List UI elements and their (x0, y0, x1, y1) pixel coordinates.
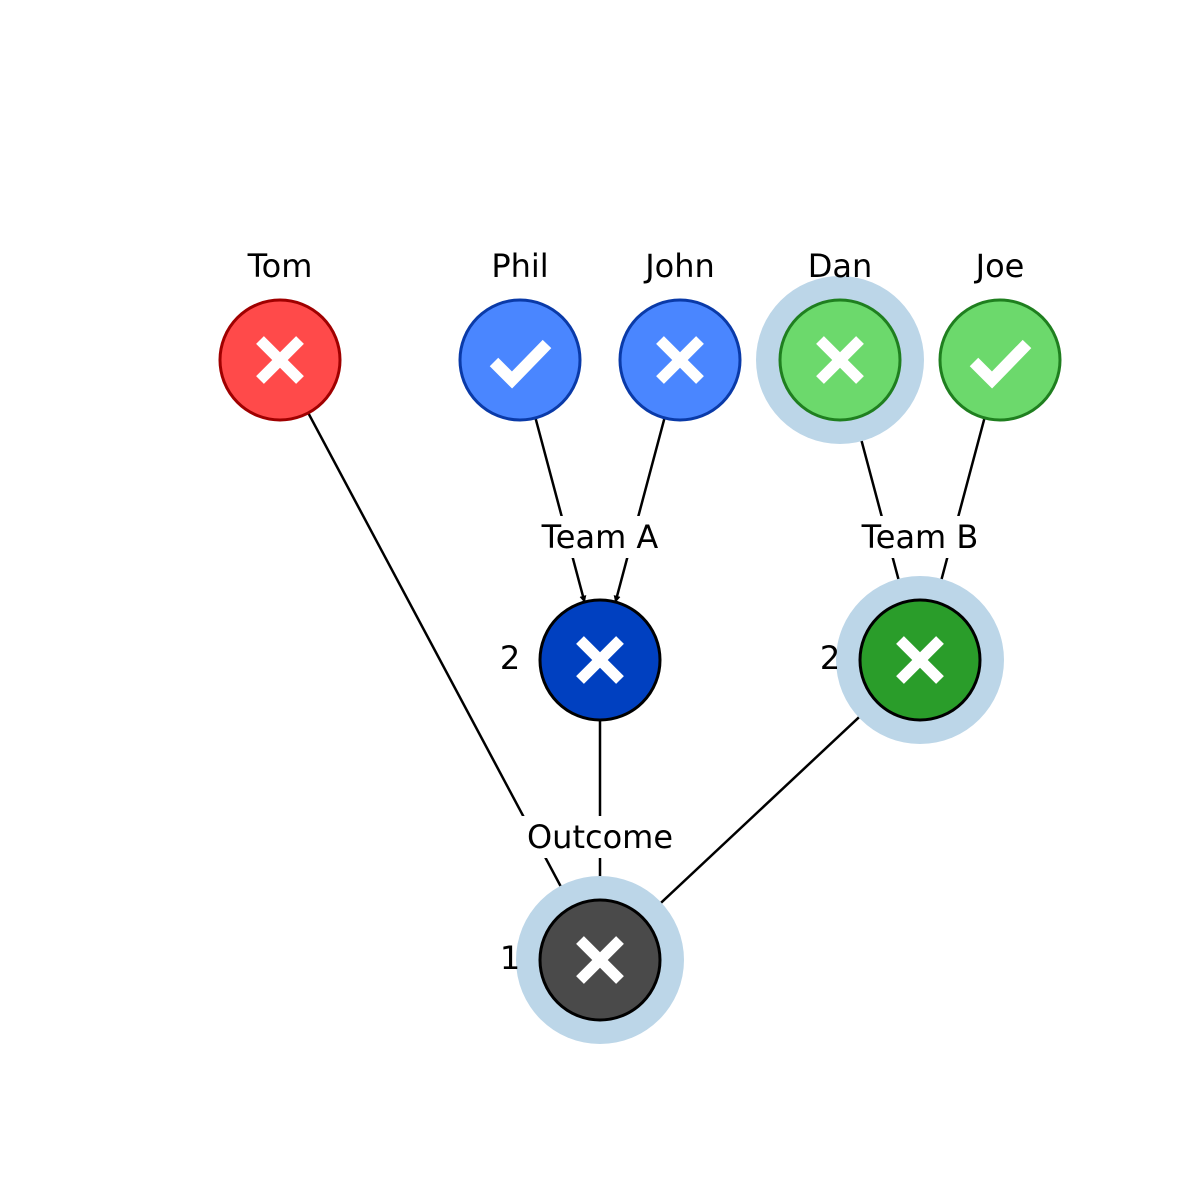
check-icon (969, 339, 1032, 389)
group-label-team-b-background (854, 516, 985, 558)
edge-team-b-to-outcome (642, 700, 878, 920)
edge-phil-to-team-a (534, 417, 587, 603)
group-team-a-node (538, 598, 662, 722)
outcome-label: Outcome (527, 818, 673, 856)
edges (307, 412, 986, 920)
outcome-label-background (520, 816, 680, 858)
x-icon (576, 636, 624, 684)
group-label-team-a-background (534, 516, 665, 558)
edge-joe-to-team-b (933, 417, 986, 603)
voter-name-john: John (643, 247, 715, 285)
voter-phil-node (458, 298, 582, 422)
group-team-b-node (858, 598, 982, 722)
voter-joe-circle (938, 298, 1062, 422)
group-weight-team-b: 2 (820, 639, 840, 677)
group-label-team-a: Team A (541, 518, 659, 556)
edge-john-to-team-a (613, 417, 666, 603)
voter-name-tom: Tom (247, 247, 313, 285)
check-icon (489, 339, 552, 389)
outcome-node (538, 898, 662, 1022)
voter-name-phil: Phil (491, 247, 548, 285)
x-icon (576, 936, 624, 984)
voter-name-dan: Dan (808, 247, 873, 285)
x-icon (656, 336, 704, 384)
x-icon (256, 336, 304, 384)
voter-john-node (618, 298, 742, 422)
x-icon (896, 636, 944, 684)
voter-tom-node (218, 298, 342, 422)
edge-dan-to-team-b (854, 417, 907, 603)
outcome-weight: 1 (500, 939, 520, 977)
voter-joe-node (938, 298, 1062, 422)
group-label-team-b: Team B (861, 518, 979, 556)
voter-name-joe: Joe (974, 247, 1025, 285)
voter-dan-node (778, 298, 902, 422)
nodes (218, 298, 1062, 1022)
voter-phil-circle (458, 298, 582, 422)
x-icon (816, 336, 864, 384)
group-weight-team-a: 2 (500, 639, 520, 677)
